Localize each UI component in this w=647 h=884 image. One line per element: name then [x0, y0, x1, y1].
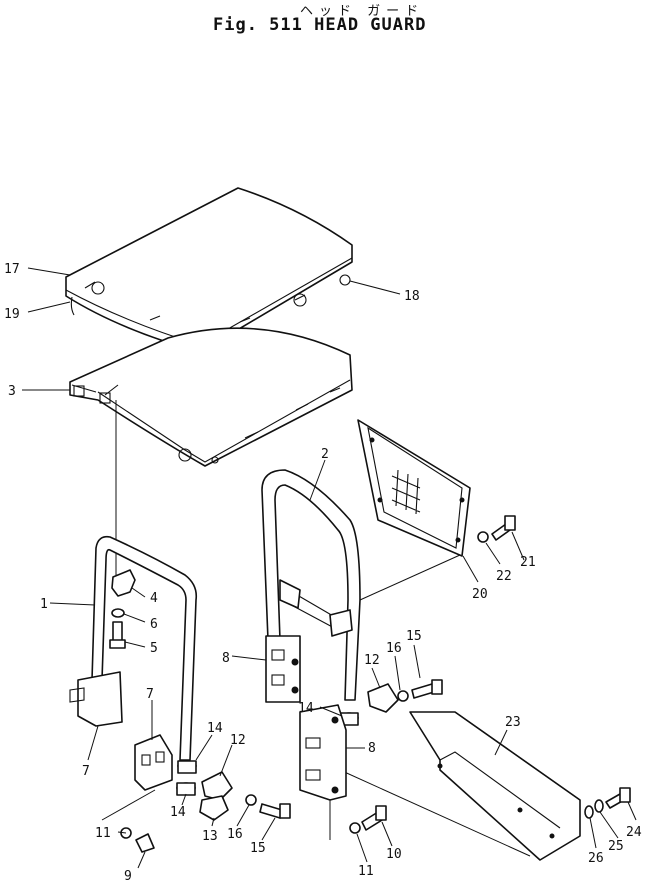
callout-12-left: 12: [230, 733, 246, 748]
part-bolt-15a: [259, 803, 291, 819]
callout-25: 25: [608, 839, 624, 854]
part-clamp-4: [111, 569, 136, 597]
part-front-frame: [69, 535, 198, 761]
callout-14-lower: 14: [170, 805, 186, 820]
callout-7-left: 7: [82, 764, 90, 779]
part-bracket-8-upper: [265, 635, 301, 703]
callout-11-right: 11: [358, 864, 374, 879]
part-washer-26: [584, 805, 594, 819]
part-bolt-15b: [411, 679, 443, 699]
part-washer-6: [111, 608, 125, 618]
callout-14-right: 14: [298, 701, 314, 716]
callout-7-center: 7: [146, 687, 154, 702]
callout-19: 19: [4, 307, 20, 322]
part-collar-14a: [177, 760, 197, 774]
callout-10: 10: [386, 847, 402, 862]
callout-26: 26: [588, 851, 604, 866]
part-side-panel: [409, 711, 581, 861]
part-roof-cover: [65, 187, 353, 369]
callout-labels: 17 19 18 3 2 1 4 6 5 7 7 8 14 12 14 13 1…: [4, 262, 642, 884]
part-bolt-10: [361, 805, 387, 831]
callout-8-lower: 8: [368, 741, 376, 756]
callout-16-right: 16: [386, 641, 402, 656]
callout-11-left: 11: [95, 826, 111, 841]
part-rear-frame: [261, 469, 361, 701]
figure-subtitle-jp: ヘッド ガード: [300, 4, 425, 19]
part-clamp-13: [199, 795, 229, 821]
callout-21: 21: [520, 555, 536, 570]
callout-1: 1: [40, 597, 48, 612]
part-washer-25: [594, 799, 604, 813]
part-bolt-9: [135, 833, 155, 853]
callout-24: 24: [626, 825, 642, 840]
part-washer-16b: [397, 690, 409, 702]
callout-20: 20: [472, 587, 488, 602]
part-collar-14c: [339, 712, 359, 726]
callout-9: 9: [124, 869, 132, 884]
part-bolt-5: [109, 621, 126, 649]
callout-23: 23: [505, 715, 521, 730]
part-collar-14b: [176, 782, 196, 796]
part-clamp-12a: [201, 771, 233, 801]
part-bolt-24: [605, 787, 631, 809]
callout-22: 22: [496, 569, 512, 584]
part-clamp-12b: [367, 683, 399, 713]
callout-2: 2: [321, 447, 329, 462]
part-screen: [357, 419, 471, 557]
figure-title: Fig. 511 HEAD GUARD: [213, 15, 427, 35]
callout-18: 18: [404, 289, 420, 304]
callout-17: 17: [4, 262, 20, 277]
callout-3: 3: [8, 384, 16, 399]
callout-15-left: 15: [250, 841, 266, 856]
callout-14-upper: 14: [207, 721, 223, 736]
callout-5: 5: [150, 641, 158, 656]
callout-4: 4: [150, 591, 158, 606]
part-bolt-21: [491, 515, 516, 541]
part-bracket-7-lower: [134, 734, 173, 791]
callout-16-left: 16: [227, 827, 243, 842]
part-washer-16a: [245, 794, 257, 806]
callout-12-right: 12: [364, 653, 380, 668]
part-washer-22: [477, 531, 489, 543]
callout-15-right: 15: [406, 629, 422, 644]
leader-lines: [22, 267, 637, 869]
callout-8-upper: 8: [222, 651, 230, 666]
part-bracket-8-lower: [299, 704, 347, 801]
callout-13: 13: [202, 829, 218, 844]
part-washer-11b: [349, 822, 361, 834]
callout-6: 6: [150, 617, 158, 632]
part-roof-frame: [69, 327, 353, 467]
